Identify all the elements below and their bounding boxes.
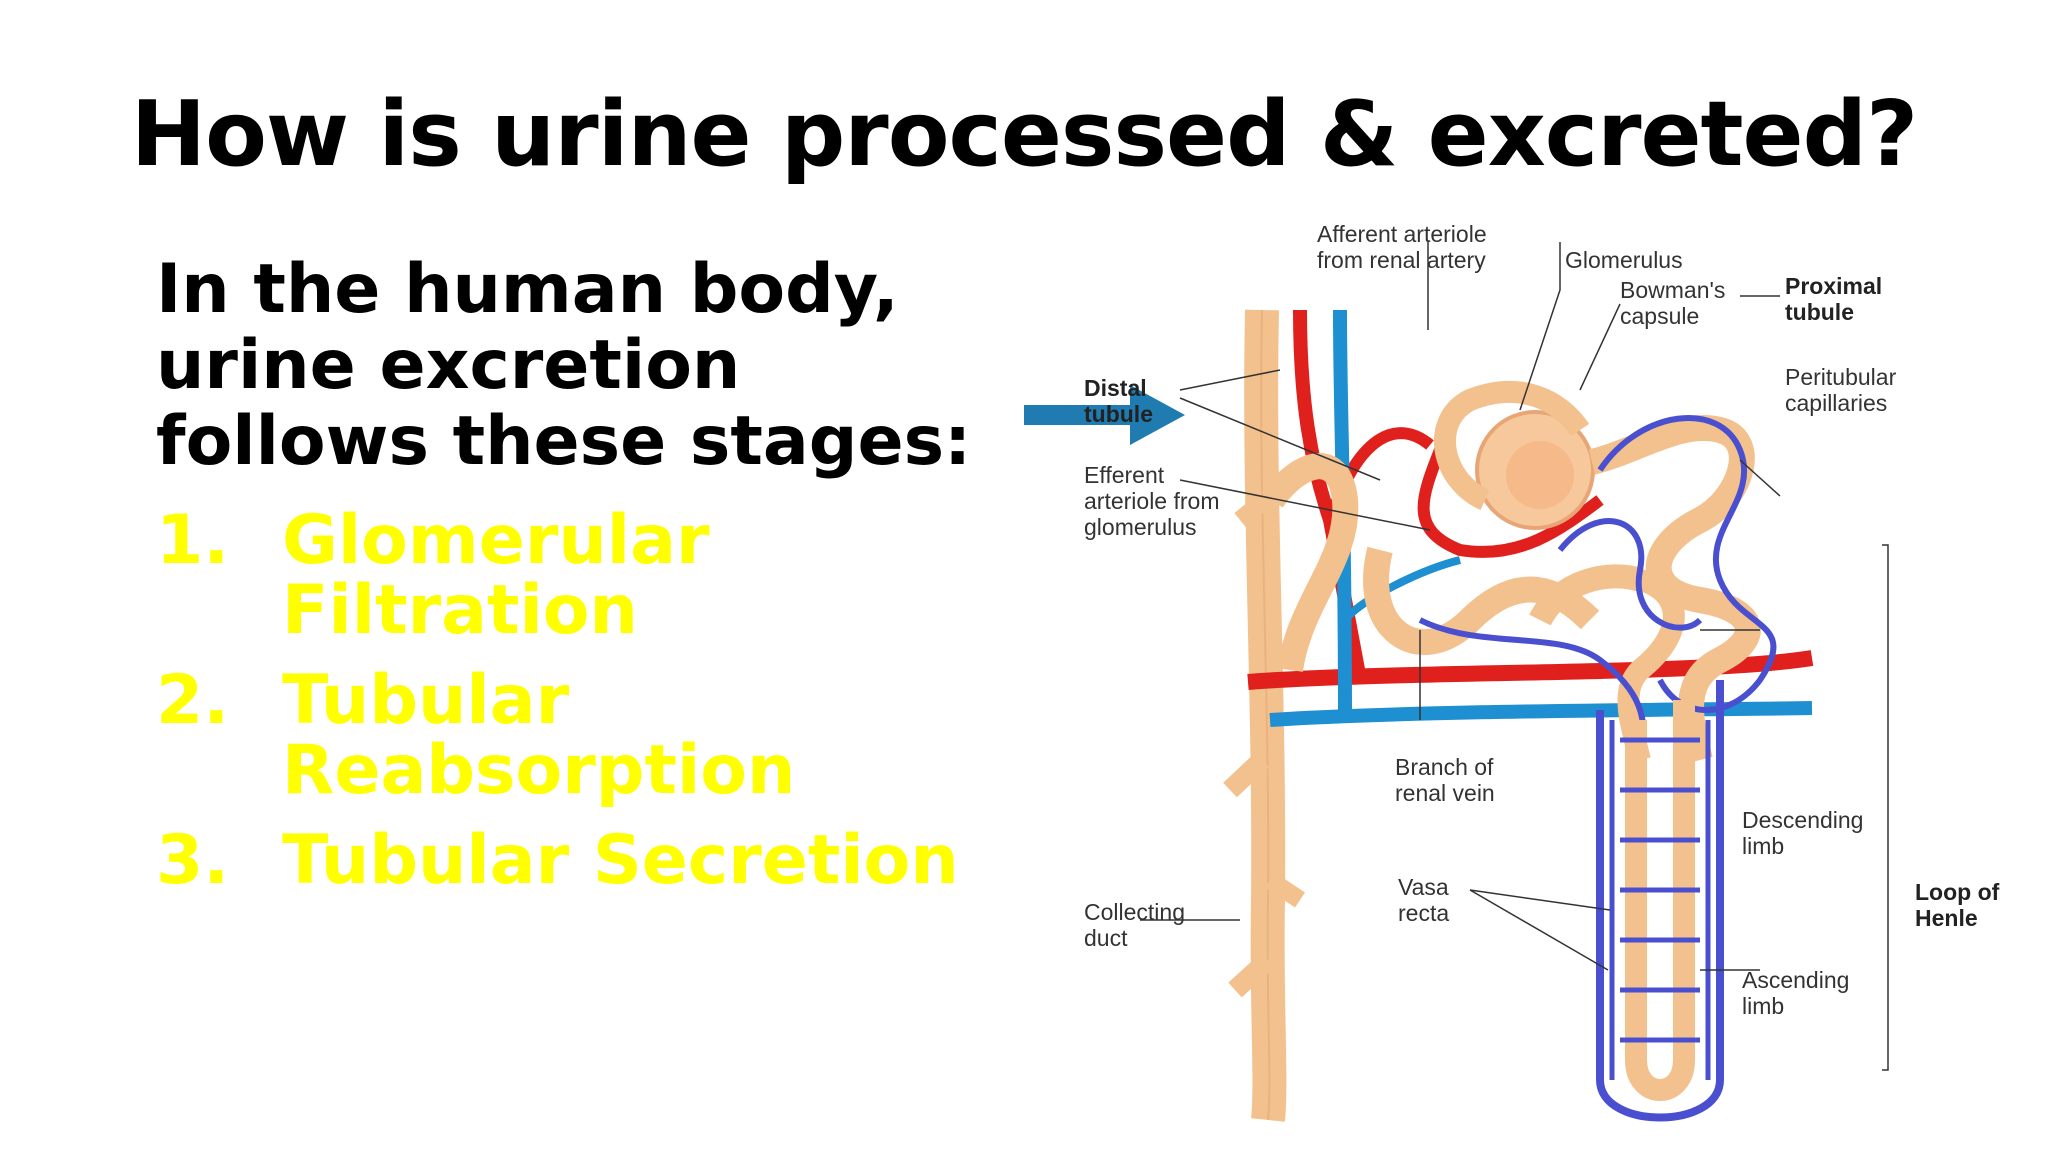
stage-label: Glomerular Filtration	[282, 506, 982, 646]
label-line: Loop of	[1915, 879, 2000, 905]
label-line: Distal	[1084, 375, 1147, 401]
collecting-duct	[1223, 309, 1305, 1122]
stage-label: Tubular Reabsorption	[282, 666, 982, 806]
label-line: Glomerulus	[1565, 247, 1683, 273]
label-peritubular-capillaries: Peritubular capillaries	[1785, 364, 1903, 416]
pointer-arrow	[1024, 385, 1185, 445]
leader-lines	[1140, 242, 1889, 1071]
label-line: tubule	[1084, 401, 1153, 427]
label-line: arteriole from	[1084, 488, 1219, 514]
label-line: capillaries	[1785, 390, 1887, 416]
intro-line: follows these stages:	[156, 402, 972, 481]
label-bowmans-capsule: Bowman's capsule	[1620, 277, 1732, 329]
stage-label: Tubular Secretion	[282, 826, 982, 896]
label-line: limb	[1742, 833, 1784, 859]
stage-number: 1.	[156, 501, 230, 580]
label-line: Collecting	[1084, 899, 1185, 925]
intro-text: In the human body, urine excretion follo…	[156, 252, 976, 480]
label-vasa-recta: Vasa recta	[1398, 874, 1455, 926]
label-efferent-arteriole: Efferent arteriole from glomerulus	[1084, 462, 1226, 540]
label-glomerulus: Glomerulus	[1565, 247, 1683, 273]
label-line: Branch of	[1395, 754, 1494, 780]
label-line: from renal artery	[1317, 247, 1486, 273]
label-branch-renal-vein: Branch of renal vein	[1395, 754, 1500, 806]
intro-line: In the human body,	[156, 250, 899, 329]
stage-label-line: Glomerular	[282, 501, 710, 580]
label-line: Bowman's	[1620, 277, 1725, 303]
label-line: glomerulus	[1084, 514, 1197, 540]
stage-item-1: 1. Glomerular Filtration	[156, 506, 1016, 646]
slide-title: How is urine processed & excreted?	[130, 82, 1918, 187]
label-ascending-limb: Ascending limb	[1742, 967, 1856, 1019]
label-line: recta	[1398, 900, 1449, 926]
label-line: Efferent	[1084, 462, 1165, 488]
label-line: Proximal	[1785, 273, 1882, 299]
label-distal-tubule: Distal tubule	[1084, 375, 1153, 427]
stage-label-line: Tubular	[282, 661, 570, 740]
label-line: Vasa	[1398, 874, 1449, 900]
label-loop-of-henle: Loop of Henle	[1915, 879, 2006, 931]
label-collecting-duct: Collecting duct	[1084, 899, 1191, 951]
label-line: limb	[1742, 993, 1784, 1019]
label-line: renal vein	[1395, 780, 1495, 806]
label-line: tubule	[1785, 299, 1854, 325]
label-line: Henle	[1915, 905, 1978, 931]
label-line: Ascending	[1742, 967, 1849, 993]
stage-number: 3.	[156, 821, 230, 900]
stage-label-line: Reabsorption	[282, 731, 796, 810]
label-line: duct	[1084, 925, 1128, 951]
label-line: Peritubular	[1785, 364, 1897, 390]
intro-line: urine excretion	[156, 326, 741, 405]
stage-item-2: 2. Tubular Reabsorption	[156, 666, 1016, 806]
stage-label-line: Tubular Secretion	[282, 821, 959, 900]
label-line: Afferent arteriole	[1317, 221, 1487, 247]
stage-list: 1. Glomerular Filtration 2. Tubular Reab…	[156, 506, 1016, 916]
loop-of-henle	[1596, 680, 1724, 1122]
label-descending-limb: Descending limb	[1742, 807, 1870, 859]
label-line: capsule	[1620, 303, 1699, 329]
label-line: Descending	[1742, 807, 1863, 833]
stage-label-line: Filtration	[282, 571, 638, 650]
label-afferent-arteriole: Afferent arteriole from renal artery	[1317, 221, 1493, 273]
glomerulus	[1434, 381, 1595, 530]
stage-number: 2.	[156, 661, 230, 740]
nephron-diagram: Afferent arteriole from renal artery Glo…	[1024, 221, 2006, 1122]
label-proximal-tubule: Proximal tubule	[1785, 273, 1889, 325]
stage-item-3: 3. Tubular Secretion	[156, 826, 1016, 896]
